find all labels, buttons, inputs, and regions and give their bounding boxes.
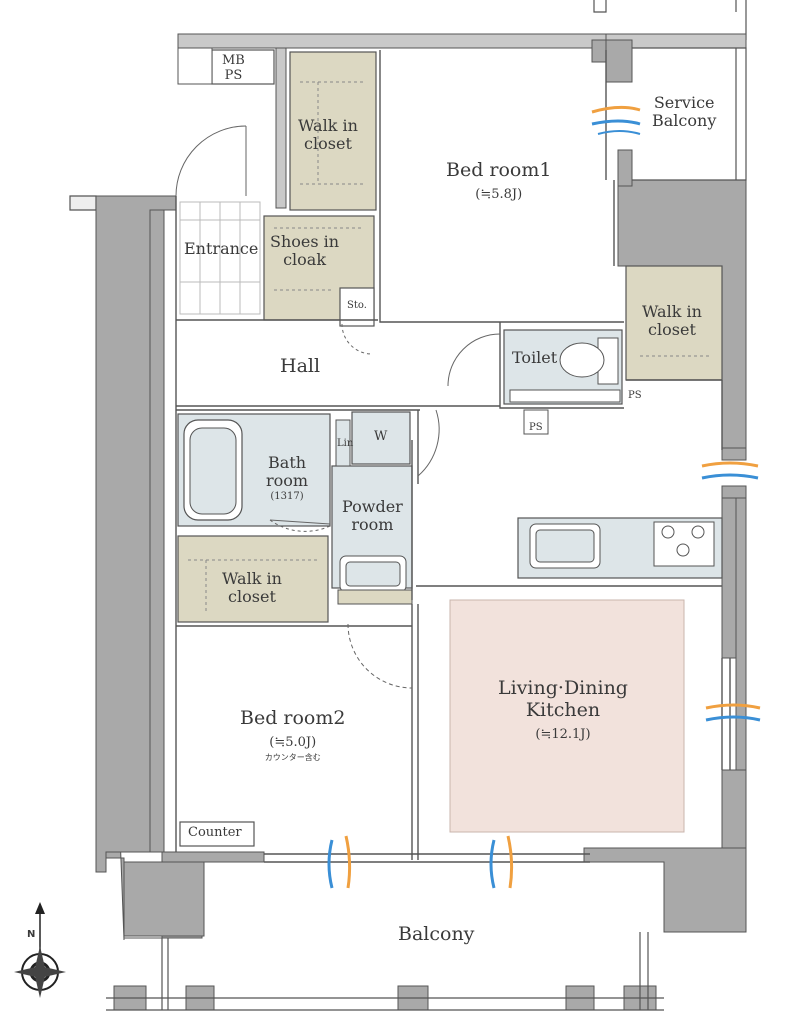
service-balcony-line2: Balcony [652, 111, 717, 131]
mb-ps-label: MB PS [222, 53, 245, 84]
ldk-size: (≒12.1J) [535, 726, 591, 742]
shoes-cloak-label: Shoes in cloak [270, 232, 340, 270]
mb-label: MB [222, 53, 245, 68]
bedroom2-size: (≒5.0J) [269, 734, 317, 750]
ps-center-label: PS [529, 422, 543, 433]
storage-label: Sto. [347, 300, 367, 311]
ventilation-arrows [327, 105, 761, 889]
entrance-label: Entrance [184, 239, 259, 258]
balcony-label: Balcony [398, 923, 475, 945]
ldk-label: Living·Dining Kitchen (≒12.1J) [498, 677, 628, 743]
powder-line2: room [351, 515, 394, 535]
north-label: N [27, 929, 36, 940]
ps-right-label: PS [628, 390, 642, 401]
bedroom2-note: カウンター含む [264, 752, 321, 762]
bedroom2-label: Bed room2 (≒5.0J) カウンター含む [240, 707, 346, 762]
walkin-left-area [177, 535, 329, 623]
walkin-right-line2: closet [648, 320, 696, 340]
toilet-label: Toilet [512, 348, 558, 367]
bathroom-size: (1317) [270, 490, 304, 502]
counter-box [179, 821, 255, 847]
bathroom-label: Bath room (1317) [266, 453, 309, 502]
shoes-cloak-line1: Shoes in [270, 232, 340, 251]
walkin-top-label: Walk in closet [298, 116, 358, 154]
walkin-right-line1: Walk in [642, 302, 702, 321]
service-balcony-line1: Service [653, 93, 715, 112]
bathroom-line1: Bath [268, 453, 307, 472]
ldk-floor [449, 599, 685, 833]
w-label: W [374, 429, 388, 444]
ldk-line2: Kitchen [525, 698, 601, 721]
ldk-line1: Living·Dining [498, 677, 628, 699]
powder-line1: Powder [342, 497, 403, 516]
walkin-left-line1: Walk in [222, 569, 282, 588]
bathroom-line2: room [266, 471, 309, 491]
shoes-cloak-line2: cloak [283, 250, 327, 270]
walkin-right-label: Walk in closet [642, 302, 702, 340]
service-balcony-label: Service Balcony [652, 93, 717, 131]
walkin-left-line2: closet [228, 587, 276, 607]
counter-label: Counter [188, 825, 242, 840]
ps-label: PS [224, 67, 243, 83]
lin-label: Lin [337, 438, 354, 449]
hall-label: Hall [280, 355, 321, 377]
walkin-left-label: Walk in closet [222, 569, 282, 607]
bedroom1-label: Bed room1 (≒5.8J) [446, 159, 552, 203]
walkin-top-line1: Walk in [298, 116, 358, 135]
bedroom1-size: (≒5.8J) [475, 186, 523, 202]
walkin-top-line2: closet [304, 134, 352, 154]
powder-room-label: Powder room [342, 497, 403, 535]
top-wall [177, 33, 619, 49]
bedroom1-name: Bed room1 [446, 159, 552, 181]
compass-rose [14, 902, 66, 998]
bedroom2-name: Bed room2 [240, 707, 346, 729]
